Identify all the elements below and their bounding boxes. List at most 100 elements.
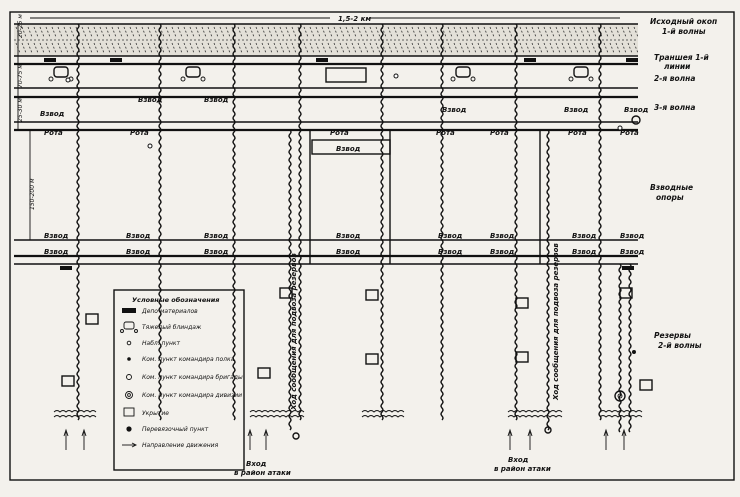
hatch-mark: [531, 42, 537, 54]
water-line: [249, 410, 305, 413]
hatch-mark: [561, 26, 567, 38]
hatch-mark: [141, 26, 147, 38]
hatch-mark: [243, 26, 249, 38]
hatch-mark: [135, 42, 141, 54]
hatch-mark: [423, 42, 429, 54]
arrowhead: [247, 428, 253, 437]
hatch-mark: [207, 26, 213, 38]
observation-post-icon: [126, 340, 132, 346]
hatch-mark: [405, 26, 411, 38]
communication-trench-line: [298, 23, 302, 421]
trench-bands: [14, 23, 638, 265]
hatch-mark: [543, 42, 549, 54]
hatch-mark: [387, 26, 393, 38]
platoon-label: Взвод: [40, 110, 65, 118]
hatch-mark: [429, 42, 435, 54]
hatch-mark: [123, 26, 129, 38]
hatch-mark: [555, 26, 561, 38]
hatch-mark: [243, 42, 249, 54]
water-line: [361, 415, 405, 418]
legend-item-label: Тяжелый блиндаж: [142, 324, 202, 331]
depot-icon: [316, 58, 328, 62]
legend-item-label: Перевязочный пункт: [142, 426, 209, 433]
shelter-icon: [515, 297, 529, 309]
center-dugout-box: [325, 67, 367, 83]
starting-trench-hatch: [15, 26, 639, 54]
right-labels: Исходный окоп 1-й волны Траншея 1-й лини…: [650, 17, 717, 350]
hatch-mark: [447, 42, 453, 54]
hatch-mark: [177, 42, 183, 54]
legend-item: Ком. пункт командира полка: [127, 356, 235, 363]
exit-label-left: Вход в район атаки: [234, 460, 291, 477]
hatch-mark: [39, 26, 45, 38]
hatch-mark: [33, 42, 39, 54]
legend-title: Условные обозначения: [132, 296, 219, 304]
hatch-mark: [255, 26, 261, 38]
depot-icon: [44, 58, 56, 62]
hatch-mark: [51, 26, 57, 38]
arrowhead: [131, 442, 138, 448]
legend-item: Ком. пункт командира бригады: [126, 374, 243, 381]
hatch-mark: [177, 26, 183, 38]
depot-icon: [60, 266, 72, 270]
arrowhead: [527, 428, 533, 437]
water-line: [361, 410, 405, 413]
hatch-mark: [369, 42, 375, 54]
observation-post-icon: [617, 125, 623, 131]
hatch-mark: [477, 42, 483, 54]
hatch-mark: [171, 26, 177, 38]
shelter-icon: [61, 375, 75, 387]
company-label: Рота: [490, 129, 509, 137]
arrowhead: [603, 428, 609, 437]
hatch-mark: [375, 42, 381, 54]
hatch-mark: [153, 42, 159, 54]
label-platoon-supports-1: Взводные: [650, 183, 693, 192]
hatch-mark: [411, 26, 417, 38]
legend-item: Укрытие: [123, 407, 169, 417]
dressing-station-icon: [126, 426, 132, 432]
label-trench-line-2: линии: [664, 62, 691, 71]
platoon-label: Взвод: [624, 106, 649, 114]
hatch-mark: [345, 26, 351, 38]
company-label: Рота: [620, 129, 639, 137]
hatch-mark: [165, 26, 171, 38]
company-label: Рота: [568, 129, 587, 137]
command-post-division-icon: [125, 391, 133, 399]
hatch-mark: [183, 26, 189, 38]
hatch-mark: [501, 42, 507, 54]
hatch-mark: [207, 42, 213, 54]
hatch-mark: [249, 26, 255, 38]
heavy-dugout-icon: [53, 66, 69, 78]
platoon-label: Взвод: [204, 232, 229, 240]
label-platoon-supports-2: опоры: [656, 193, 684, 202]
water-line: [599, 415, 643, 418]
dugout-entrance: [180, 76, 186, 82]
platoon-label: Взвод: [336, 248, 361, 256]
communication-trench-line: [76, 23, 80, 421]
hatch-mark: [537, 42, 543, 54]
hatch-mark: [315, 42, 321, 54]
dim-20-25: 20-25 м: [17, 14, 24, 38]
hatch-mark: [123, 42, 129, 54]
platoon-label: Взвод: [564, 106, 589, 114]
hatch-mark: [291, 42, 297, 54]
hatch-mark: [267, 26, 273, 38]
hatch-mark: [627, 26, 633, 38]
depot-markers: [44, 58, 638, 270]
hatch-mark: [447, 26, 453, 38]
hatch-mark: [495, 26, 501, 38]
hatch-mark: [417, 26, 423, 38]
platoon-label: Взвод: [336, 145, 361, 153]
legend-item-label: Укрытие: [142, 410, 169, 417]
hatch-mark: [285, 26, 291, 38]
hatch-mark: [435, 42, 441, 54]
command-post-division-icon-inner: [617, 393, 623, 399]
command-post-division-icon-inner: [127, 393, 131, 397]
hatch-mark: [567, 42, 573, 54]
hatch-mark: [333, 42, 339, 54]
hatch-mark: [261, 26, 267, 38]
legend-item-label: Направление движения: [142, 442, 219, 449]
hatch-mark: [549, 26, 555, 38]
communication-trench-line: [288, 129, 292, 431]
